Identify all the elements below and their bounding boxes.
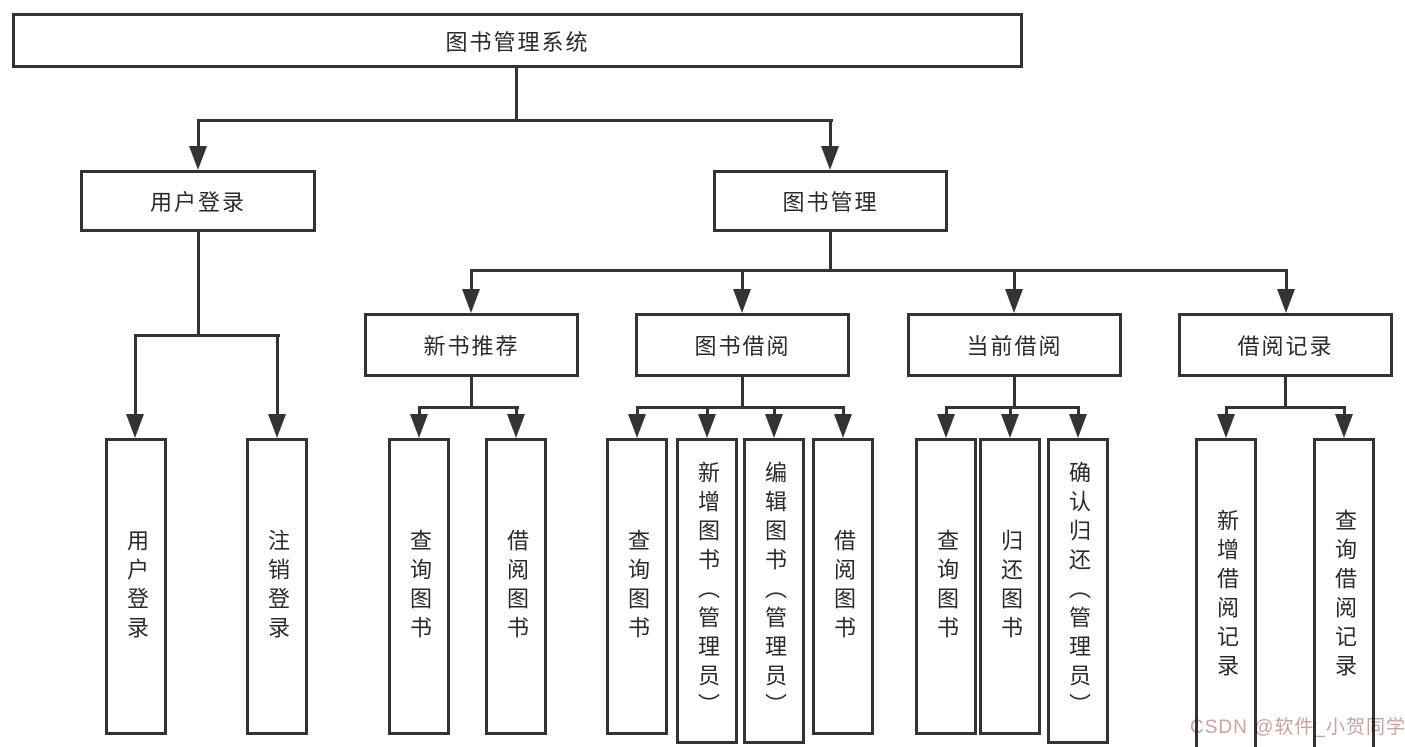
leaf-borrowing-add-books-admin: 新增图书（管理员）	[676, 438, 738, 744]
leaf-current-return-books-label: 归还图书	[998, 528, 1023, 645]
connector-to-records-add	[1225, 406, 1228, 416]
leaf-borrowing-add-books-admin-label: 新增图书（管理员）	[695, 460, 720, 722]
leaf-borrowing-edit-books-admin: 编辑图书（管理员）	[743, 438, 805, 744]
leaf-borrowing-query-books-label: 查询图书	[625, 528, 650, 645]
node-new-book-recommend-label: 新书推荐	[423, 334, 520, 359]
connector-root-stem	[515, 68, 518, 122]
node-root: 图书管理系统	[12, 13, 1023, 68]
arrow-down-icon	[765, 414, 783, 438]
arrow-down-icon	[698, 414, 716, 438]
connector-to-user-login	[197, 119, 200, 148]
node-book-borrowing: 图书借阅	[635, 313, 850, 377]
connector-to-current-return	[1009, 406, 1012, 416]
connector-borrowing-rail	[636, 406, 845, 409]
arrow-down-icon	[126, 414, 144, 438]
node-user-login-label: 用户登录	[149, 190, 246, 215]
leaf-records-query-record-label: 查询借阅记录	[1332, 509, 1357, 683]
arrow-down-icon	[1001, 414, 1019, 438]
leaf-borrowing-borrow-books: 借阅图书	[812, 438, 874, 735]
leaf-records-add-record-label: 新增借阅记录	[1214, 509, 1239, 683]
connector-to-current-query	[945, 406, 948, 416]
connector-to-login-leaf	[134, 334, 137, 416]
leaf-current-confirm-return-admin: 确认归还（管理员）	[1047, 438, 1109, 744]
leaf-records-add-record: 新增借阅记录	[1195, 438, 1257, 747]
connector-to-records-query	[1343, 406, 1346, 416]
leaf-user-login-label: 用户登录	[124, 528, 149, 645]
connector-to-borrowing-add	[706, 406, 709, 416]
leaf-current-return-books: 归还图书	[979, 438, 1041, 735]
connector-to-new-book	[470, 269, 473, 291]
node-book-management: 图书管理	[713, 170, 948, 232]
arrow-down-icon	[410, 414, 428, 438]
leaf-borrowing-edit-books-admin-label: 编辑图书（管理员）	[762, 460, 787, 722]
connector-recommend-stem	[470, 377, 473, 408]
connector-to-borrowing-query	[636, 406, 639, 416]
arrow-down-icon	[189, 146, 207, 170]
watermark: CSDN @软件_小贺同学	[1190, 717, 1405, 738]
connector-root-rail	[197, 119, 833, 122]
leaf-user-login: 用户登录	[105, 438, 167, 735]
connector-to-borrow-records	[1285, 269, 1288, 291]
connector-to-book-borrow	[741, 269, 744, 291]
connector-to-borrowing-edit	[773, 406, 776, 416]
leaf-recommend-borrow-books: 借阅图书	[485, 438, 547, 735]
connector-user-login-rail	[134, 334, 280, 337]
leaf-records-query-record: 查询借阅记录	[1313, 438, 1375, 747]
connector-to-book-management	[829, 119, 832, 148]
node-current-borrowing-label: 当前借阅	[966, 334, 1063, 359]
connector-borrowing-stem	[741, 377, 744, 408]
connector-to-current-borrow	[1013, 269, 1016, 291]
leaf-recommend-borrow-books-label: 借阅图书	[504, 528, 529, 645]
leaf-current-query-books-label: 查询图书	[934, 528, 959, 645]
node-borrowing-records-label: 借阅记录	[1237, 334, 1334, 359]
arrow-down-icon	[733, 289, 751, 313]
arrow-down-icon	[628, 414, 646, 438]
leaf-logout: 注销登录	[246, 438, 308, 735]
arrow-down-icon	[1335, 414, 1353, 438]
connector-to-recommend-query	[418, 406, 421, 416]
arrow-down-icon	[1005, 289, 1023, 313]
node-user-login: 用户登录	[80, 170, 316, 232]
leaf-recommend-query-books: 查询图书	[388, 438, 450, 735]
connector-current-rail	[945, 406, 1080, 409]
leaf-current-confirm-return-admin-label: 确认归还（管理员）	[1066, 460, 1091, 722]
connector-records-rail	[1225, 406, 1346, 409]
arrow-down-icon	[507, 414, 525, 438]
connector-to-recommend-borrow	[515, 406, 518, 416]
arrow-down-icon	[821, 146, 839, 170]
node-root-label: 图书管理系统	[445, 29, 590, 55]
node-new-book-recommend: 新书推荐	[364, 313, 579, 377]
connector-to-logout-leaf	[276, 334, 279, 416]
arrow-down-icon	[1069, 414, 1087, 438]
connector-records-stem	[1284, 377, 1287, 408]
arrow-down-icon	[937, 414, 955, 438]
connector-to-borrowing-borrow	[842, 406, 845, 416]
connector-current-stem	[1013, 377, 1016, 408]
connector-book-management-stem	[829, 232, 832, 272]
leaf-borrowing-borrow-books-label: 借阅图书	[831, 528, 856, 645]
arrow-down-icon	[1277, 289, 1295, 313]
arrow-down-icon	[1217, 414, 1235, 438]
node-book-management-label: 图书管理	[782, 190, 879, 215]
connector-book-management-rail	[470, 269, 1288, 272]
node-book-borrowing-label: 图书借阅	[694, 334, 791, 359]
connector-recommend-rail	[418, 406, 519, 409]
node-current-borrowing: 当前借阅	[907, 313, 1122, 377]
leaf-current-query-books: 查询图书	[915, 438, 977, 735]
arrow-down-icon	[268, 414, 286, 438]
arrow-down-icon	[462, 289, 480, 313]
leaf-logout-label: 注销登录	[265, 528, 290, 645]
connector-to-current-confirm	[1077, 406, 1080, 416]
connector-user-login-stem	[197, 232, 200, 337]
leaf-borrowing-query-books: 查询图书	[606, 438, 668, 735]
node-borrowing-records: 借阅记录	[1178, 313, 1393, 377]
arrow-down-icon	[834, 414, 852, 438]
leaf-recommend-query-books-label: 查询图书	[407, 528, 432, 645]
